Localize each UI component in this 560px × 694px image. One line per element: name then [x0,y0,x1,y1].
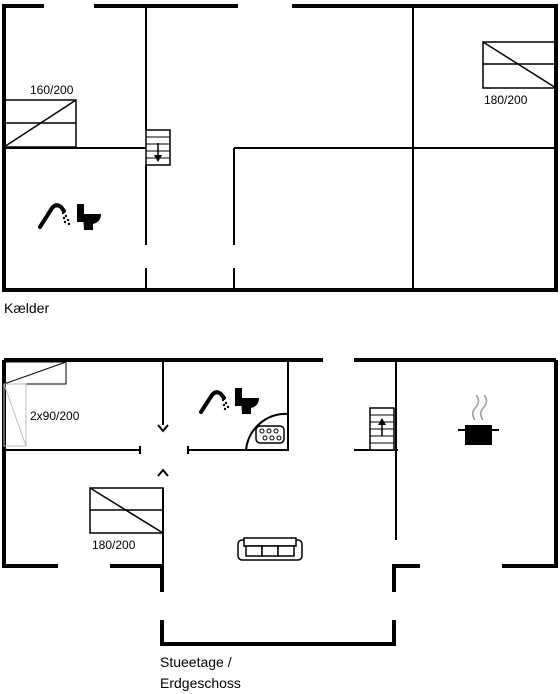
bed-size-label: 2x90/200 [30,409,80,423]
bed-size-label: 180/200 [92,538,136,552]
floor-label-ground-line2: Erdgeschoss [160,675,241,691]
floor-label-ground-line1: Stueetage / [160,654,232,670]
shower-icon [199,390,230,414]
basement-walls [2,4,558,292]
bed-icon [3,99,77,148]
toilet-icon [77,204,101,230]
floor-label-basement: Kælder [4,300,49,316]
bed-icon [3,361,67,447]
basement-plan: 160/200 180/200 [2,4,558,316]
bed-icon [482,41,557,89]
bed-icon [89,487,164,534]
stairs-down-icon [145,129,171,166]
sofa-icon [237,537,303,561]
bed-size-label: 180/200 [484,93,528,107]
jacuzzi-icon [244,412,289,451]
shower-icon [38,203,71,229]
toilet-icon [235,388,259,414]
ground-floor-walls [2,358,558,646]
cooking-pot-icon [458,394,499,445]
stairs-up-icon [369,407,395,451]
bed-size-label: 160/200 [30,83,74,97]
ground-floor-plan: 2x90/200 180/200 [2,358,558,691]
